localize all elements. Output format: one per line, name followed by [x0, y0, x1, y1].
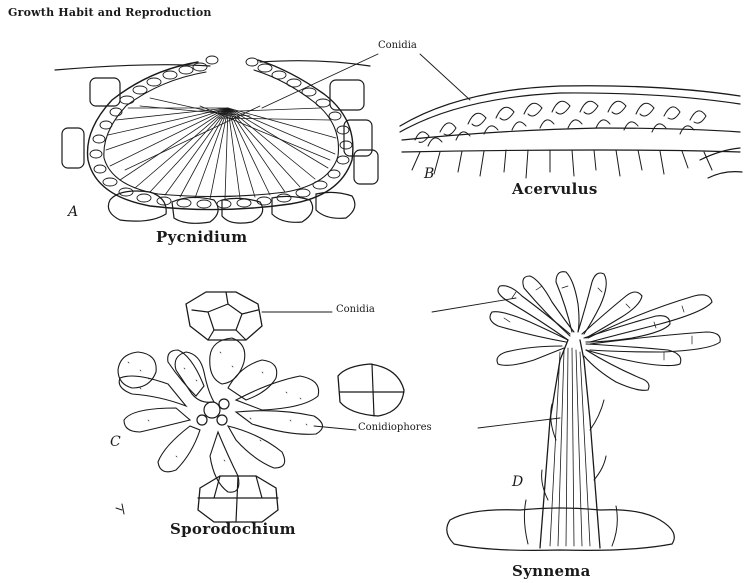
- pycnidium-caption: Pycnidium: [156, 228, 247, 246]
- sporodochium-caption: Sporodochium: [170, 520, 296, 538]
- panel-letter-a: A: [68, 204, 78, 220]
- conidiophores-label: Conidiophores: [358, 422, 432, 433]
- page-header: Growth Habit and Reproduction: [8, 6, 212, 19]
- panel-letter-c: C: [110, 434, 121, 450]
- synnema-drawing: [447, 272, 720, 551]
- pycnidium-drawing: [55, 56, 378, 223]
- conidia-label-middle: Conidia: [336, 304, 375, 315]
- conidia-label-top: Conidia: [378, 40, 417, 51]
- leader-lines: [262, 54, 560, 430]
- synnema-caption: Synnema: [512, 562, 591, 580]
- panel-letter-d: D: [512, 474, 523, 490]
- panel-letter-b: B: [424, 166, 434, 182]
- acervulus-drawing: [400, 86, 742, 178]
- sporodochium-drawing: [116, 292, 404, 522]
- acervulus-caption: Acervulus: [512, 180, 598, 198]
